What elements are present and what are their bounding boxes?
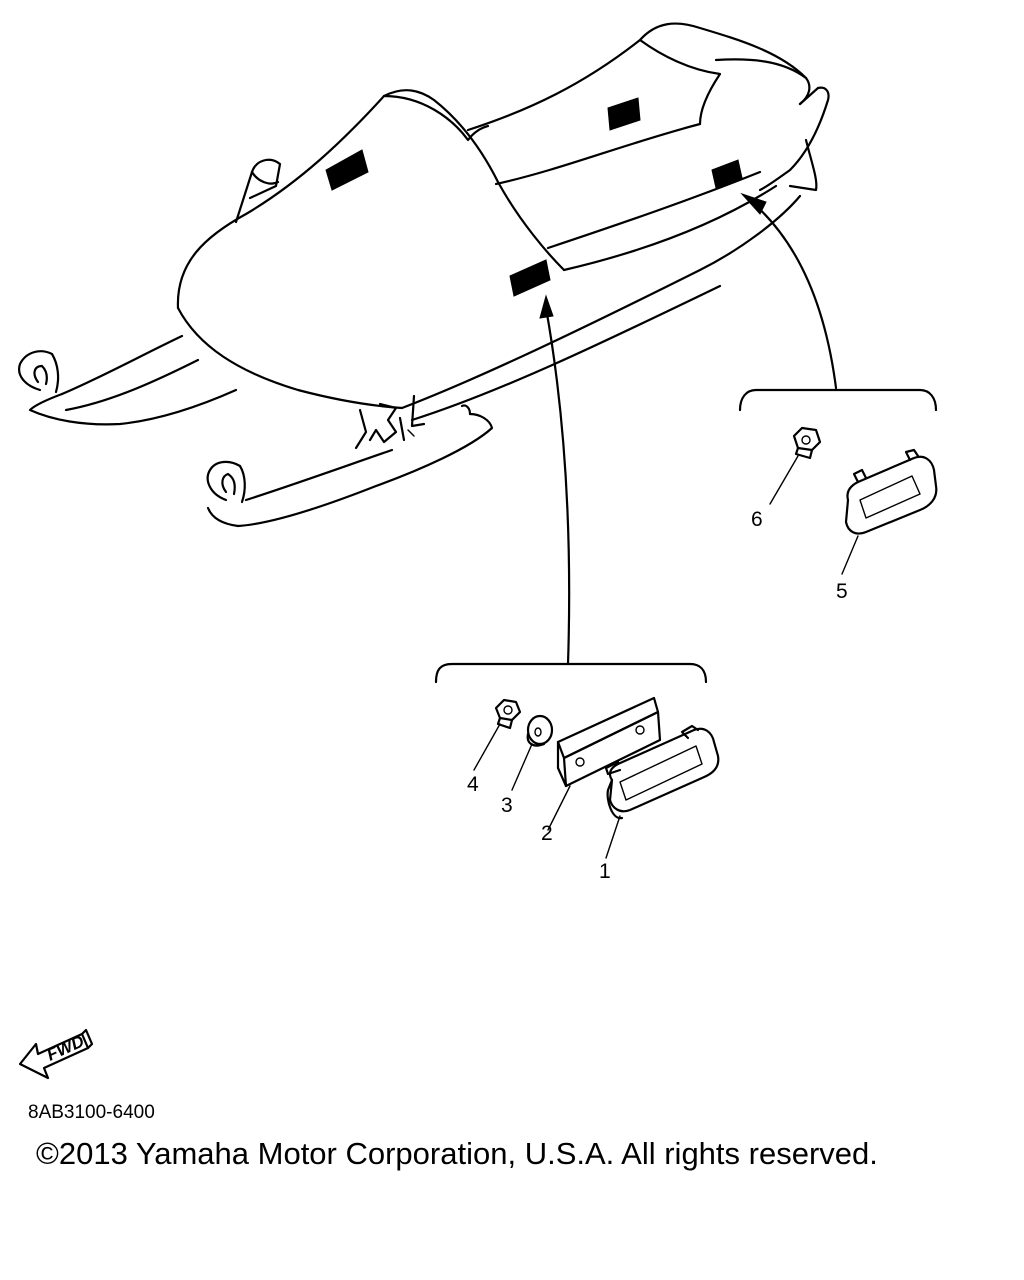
decal-seat-top	[607, 97, 641, 131]
decal-side-front	[509, 259, 551, 297]
copyright-notice: ©2013 Yamaha Motor Corporation, U.S.A. A…	[36, 1136, 878, 1171]
snowmobile-illustration	[18, 22, 830, 528]
decal-side-rear	[711, 159, 743, 189]
reflector-part-1	[604, 724, 720, 859]
callout-5: 5	[836, 580, 848, 603]
leader-arrows	[539, 192, 838, 666]
callout-numbers: 1 2 3 4 5 6	[467, 508, 848, 883]
rear-reflector-group	[769, 426, 938, 575]
reflector-part-5	[841, 448, 938, 575]
callout-6: 6	[751, 508, 763, 531]
nut-part-6	[769, 426, 822, 505]
callout-3: 3	[501, 794, 513, 817]
fwd-arrow-icon: FWD	[18, 1028, 94, 1080]
washer-part-3	[511, 714, 554, 791]
nut-part-4	[473, 698, 522, 771]
callout-2: 2	[541, 822, 553, 845]
decal-hood-left	[325, 149, 369, 191]
callout-4: 4	[467, 773, 479, 796]
group-brackets	[434, 388, 938, 684]
part-code: 8AB3100-6400	[28, 1102, 155, 1123]
spacer-block-part-2	[547, 696, 662, 831]
front-reflector-group	[473, 696, 720, 859]
fwd-label: FWD	[44, 1032, 87, 1065]
arrow-head-front	[539, 294, 554, 319]
callout-1: 1	[599, 860, 611, 883]
arrow-head-rear	[740, 192, 767, 215]
